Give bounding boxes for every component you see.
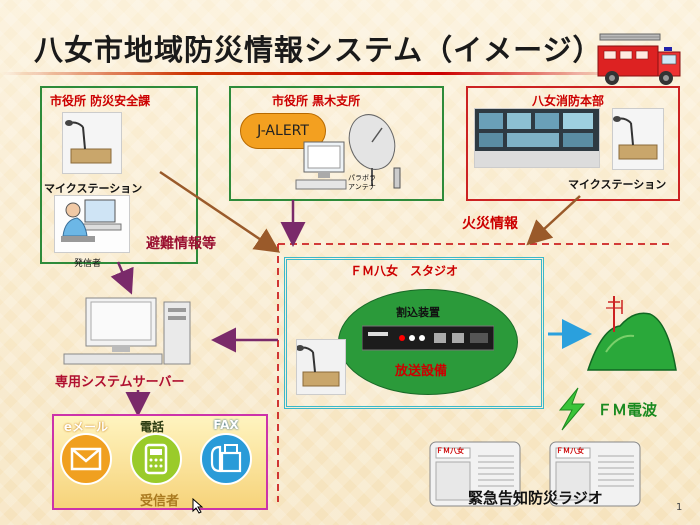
computer-icon (295, 141, 347, 190)
emergency-radio-icon (429, 441, 521, 507)
operator-icon (61, 199, 122, 242)
mic-station-caption-1: マイクステーション (44, 182, 143, 195)
mic-station-caption-2: マイクステーション (568, 178, 667, 191)
operator-photo (54, 195, 130, 253)
page-number: 1 (676, 502, 683, 513)
microphone-icon (296, 345, 340, 387)
radio-label: 緊急告知防災ラジオ (468, 489, 603, 507)
fm-wave-label: ＦＭ電波 (597, 401, 658, 419)
j-alert-label: J-ALERT (257, 123, 309, 139)
fm-studio-label: ＦＭ八女 スタジオ (350, 264, 459, 278)
mic-station-photo-2 (612, 108, 664, 170)
parabola-caption: パラボラ アンテナ (348, 174, 376, 191)
command-room-photo (474, 108, 600, 168)
operator-caption: 発信者 (74, 259, 102, 269)
flow-fire-label: 火災情報 (462, 216, 518, 232)
studio-mic-photo (296, 339, 346, 395)
box-shobo-label: 八女消防本部 (532, 94, 605, 108)
page-title: 八女市地域防災情報システム（イメージ） (34, 33, 603, 67)
box-kurogi-label: 市役所 黒木支所 (272, 94, 361, 108)
phone-icon (144, 443, 168, 475)
fire-truck-icon (597, 33, 681, 85)
title-underline (0, 72, 630, 75)
fax-icon (210, 444, 242, 473)
interrupt-device-label: 割込装置 (396, 306, 440, 319)
flow-evacuation-label: 避難情報等 (146, 236, 216, 252)
receiver-phone-label: 電話 (139, 420, 164, 434)
fax-circle (200, 433, 252, 485)
radio-brand-label-1: ＦＭ八女 (436, 447, 464, 455)
receiver-fax-label: FAX (213, 418, 239, 432)
box-shobo-honbu (466, 86, 680, 201)
emergency-radio-icon (549, 441, 641, 507)
receiver-email-label: eメール (63, 420, 109, 434)
email-circle (60, 433, 112, 485)
broadcast-equipment-label: 放送設備 (395, 364, 448, 379)
microphone-icon (613, 116, 658, 160)
server-computer-icon (63, 297, 191, 365)
radio-tower-icon (586, 296, 677, 371)
box-bousai-label: 市役所 防災安全課 (50, 94, 151, 108)
radio-brand-label-2: ＦＭ八女 (556, 447, 584, 455)
phone-circle (130, 433, 182, 485)
server-label: 専用システムサーバー (55, 375, 185, 390)
parabola-antenna-icon (348, 114, 401, 189)
microphone-icon (65, 120, 112, 164)
cursor-icon (192, 498, 204, 514)
lightning-signal-icon (558, 387, 586, 431)
receivers-title: 受信者 (140, 494, 180, 509)
box-kurogi-shisho (229, 86, 444, 201)
interrupt-device-icon (362, 325, 494, 351)
monitor-wall-icon (475, 113, 599, 167)
mic-station-photo (62, 112, 122, 174)
envelope-icon (70, 447, 102, 471)
